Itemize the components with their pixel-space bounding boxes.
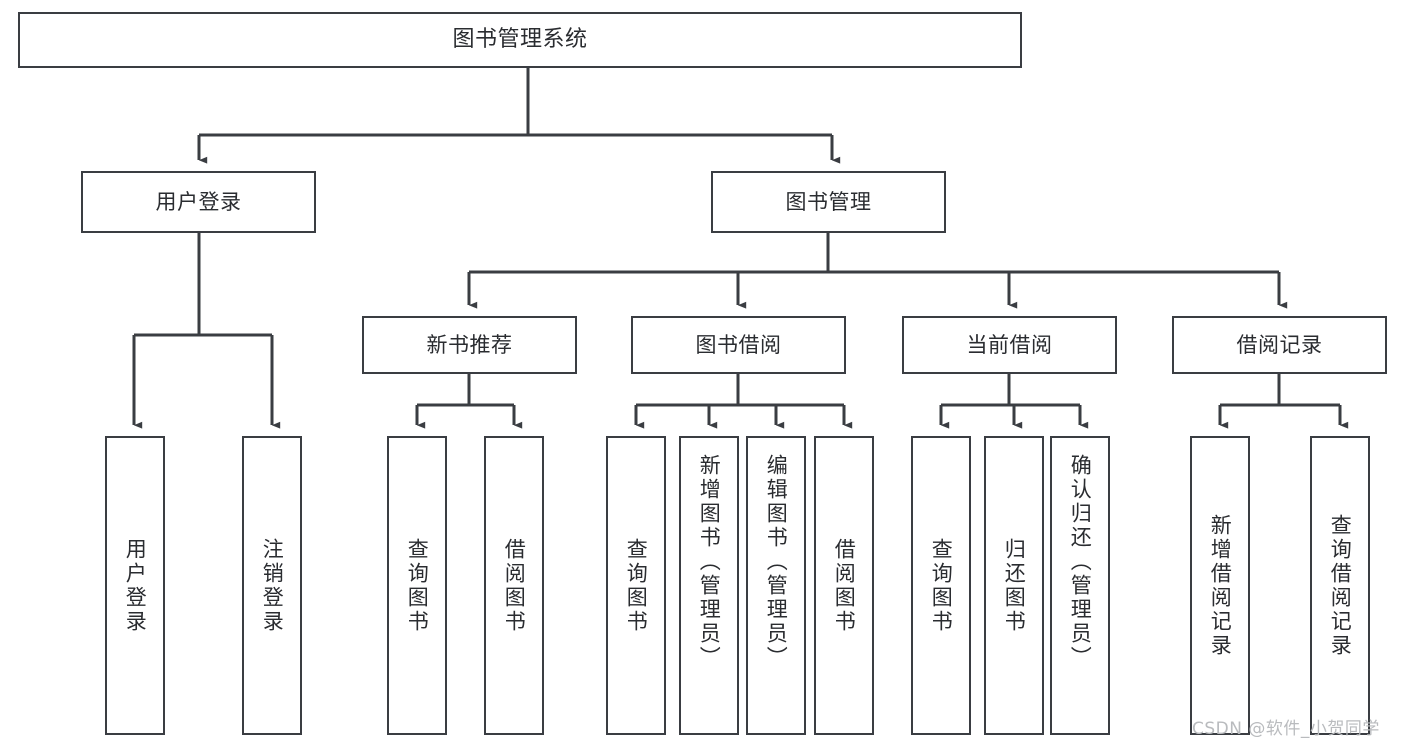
node-level2-2[interactable]: 图书管理: [711, 171, 946, 233]
node-leaf-13-label: 查询借阅记录: [1328, 513, 1353, 658]
node-leaf-5[interactable]: 查询图书: [606, 436, 666, 735]
node-level3-3-label: 当前借阅: [966, 332, 1053, 357]
node-level3-4-label: 借阅记录: [1236, 332, 1323, 357]
node-level3-4[interactable]: 借阅记录: [1172, 316, 1387, 374]
node-level3-1-label: 新书推荐: [426, 332, 513, 357]
node-leaf-9[interactable]: 查询图书: [911, 436, 971, 735]
node-level2-1[interactable]: 用户登录: [81, 171, 316, 233]
node-level3-3[interactable]: 当前借阅: [902, 316, 1117, 374]
node-leaf-2-label: 注销登录: [260, 537, 285, 634]
node-leaf-5-label: 查询图书: [624, 537, 649, 634]
node-leaf-7[interactable]: 编辑图书（管理员）: [746, 436, 806, 735]
csdn-watermark: CSDN @软件_小贺同学: [1192, 719, 1380, 739]
node-leaf-11-label: 确认归还（管理员）: [1068, 454, 1093, 670]
node-leaf-10[interactable]: 归还图书: [984, 436, 1044, 735]
node-leaf-8-label: 借阅图书: [832, 537, 857, 634]
node-leaf-11[interactable]: 确认归还（管理员）: [1050, 436, 1110, 735]
node-leaf-9-label: 查询图书: [929, 537, 954, 634]
node-leaf-8[interactable]: 借阅图书: [814, 436, 874, 735]
node-leaf-3-label: 查询图书: [405, 537, 430, 634]
node-level3-1[interactable]: 新书推荐: [362, 316, 577, 374]
node-leaf-1[interactable]: 用户登录: [105, 436, 165, 735]
node-leaf-6-label: 新增图书（管理员）: [697, 454, 722, 670]
node-leaf-10-label: 归还图书: [1002, 537, 1027, 634]
node-root-system-label: 图书管理系统: [452, 27, 588, 53]
node-leaf-2[interactable]: 注销登录: [242, 436, 302, 735]
node-leaf-3[interactable]: 查询图书: [387, 436, 447, 735]
node-leaf-12-label: 新增借阅记录: [1208, 513, 1233, 658]
node-leaf-6[interactable]: 新增图书（管理员）: [679, 436, 739, 735]
node-level2-1-label: 用户登录: [155, 189, 242, 214]
node-leaf-4-label: 借阅图书: [502, 537, 527, 634]
node-leaf-1-label: 用户登录: [123, 537, 148, 634]
node-leaf-4[interactable]: 借阅图书: [484, 436, 544, 735]
node-level2-2-label: 图书管理: [785, 189, 872, 214]
node-level3-2[interactable]: 图书借阅: [631, 316, 846, 374]
node-level3-2-label: 图书借阅: [695, 332, 782, 357]
node-leaf-12[interactable]: 新增借阅记录: [1190, 436, 1250, 735]
node-leaf-7-label: 编辑图书（管理员）: [764, 454, 789, 670]
node-leaf-13[interactable]: 查询借阅记录: [1310, 436, 1370, 735]
node-root-system[interactable]: 图书管理系统: [18, 12, 1022, 68]
